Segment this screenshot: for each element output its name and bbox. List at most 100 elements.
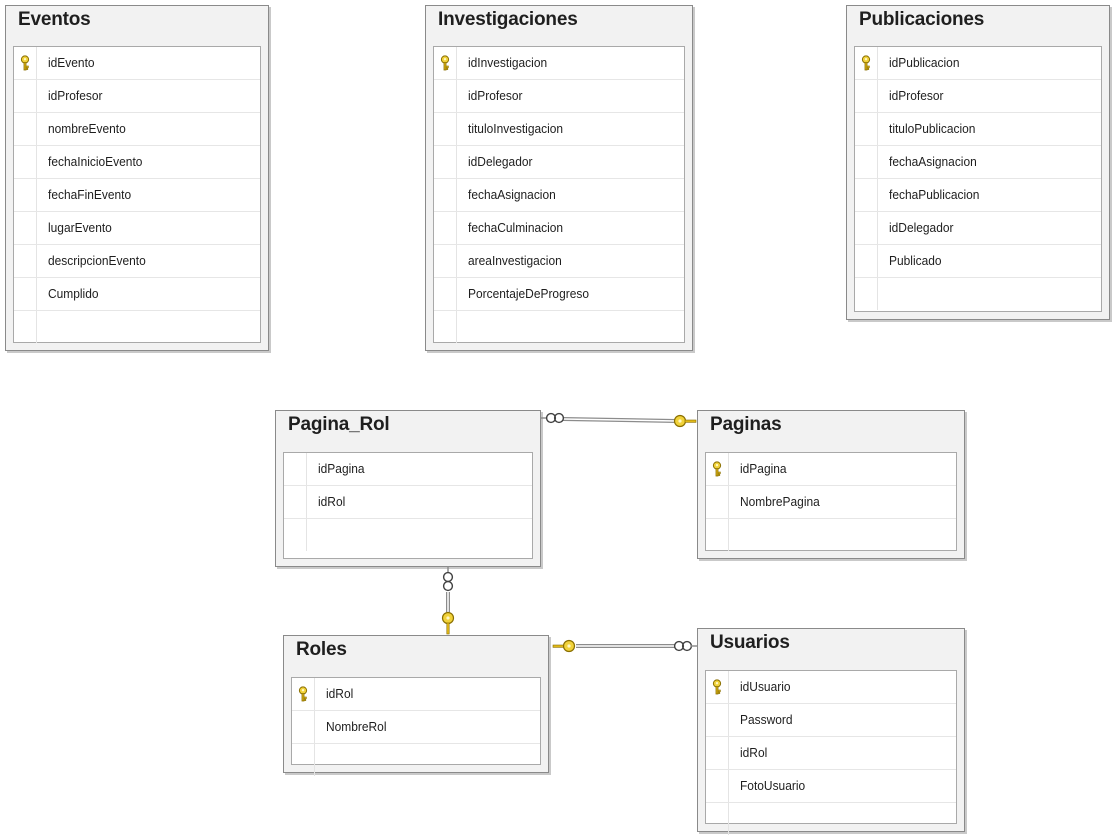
column-name: idRol: [326, 686, 354, 701]
column-row-fechaInicioEvento[interactable]: fechaInicioEvento: [14, 146, 260, 179]
relationship-line-usuarios-roles[interactable]: [552, 639, 697, 653]
column-row-descripcionEvento[interactable]: descripcionEvento: [14, 245, 260, 278]
table-eventos[interactable]: Eventos idEvento idProfesor nombreEvento…: [5, 5, 269, 351]
column-name: areaInvestigacion: [468, 253, 562, 268]
column-row-empty[interactable]: [855, 278, 1101, 310]
table-investigaciones[interactable]: Investigaciones idInvestigacion idProfes…: [425, 5, 693, 351]
column-name: fechaAsignacion: [889, 154, 977, 169]
column-row-FotoUsuario[interactable]: FotoUsuario: [706, 770, 956, 803]
column-name: fechaInicioEvento: [48, 154, 143, 169]
key-end-icon: [552, 639, 576, 653]
column-grid: idUsuario Password idRol FotoUsuario: [705, 670, 957, 835]
column-grid: idPublicacion idProfesor tituloPublicaci…: [854, 46, 1102, 312]
column-row-fechaAsignacion[interactable]: fechaAsignacion: [855, 146, 1101, 179]
column-row-NombrePagina[interactable]: NombrePagina: [706, 486, 956, 519]
column-row-areaInvestigacion[interactable]: areaInvestigacion: [434, 245, 684, 278]
column-row-empty[interactable]: [284, 519, 532, 551]
column-name: nombreEvento: [48, 121, 126, 136]
table-title: Publicaciones: [859, 9, 985, 30]
column-row-Password[interactable]: Password: [706, 704, 956, 737]
column-name: fechaAsignacion: [468, 187, 556, 202]
column-row-Cumplido[interactable]: Cumplido: [14, 278, 260, 311]
column-row-idPagina[interactable]: idPagina: [706, 453, 956, 486]
column-row-idRol[interactable]: idRol: [706, 737, 956, 770]
table-pagina-rol[interactable]: Pagina_Rol idPagina idRol: [275, 410, 541, 567]
column-row-idProfesor[interactable]: idProfesor: [855, 80, 1101, 113]
column-row-idProfesor[interactable]: idProfesor: [434, 80, 684, 113]
column-name: idProfesor: [889, 88, 944, 103]
column-grid: idPagina idRol: [283, 452, 533, 559]
key-end-icon: [673, 414, 697, 428]
primary-key-icon: [861, 55, 871, 71]
primary-key-icon: [440, 55, 450, 71]
column-row-NombreRol[interactable]: NombreRol: [292, 711, 540, 744]
column-name: idUsuario: [740, 679, 791, 694]
column-row-idEvento[interactable]: idEvento: [14, 47, 260, 80]
column-row-empty[interactable]: [292, 744, 540, 776]
table-title: Eventos: [18, 9, 91, 30]
column-row-PorcentajeDeProgreso[interactable]: PorcentajeDeProgreso: [434, 278, 684, 311]
column-row-idDelegador[interactable]: idDelegador: [855, 212, 1101, 245]
relationship-line-pagina-rol-paginas[interactable]: [540, 412, 697, 428]
column-row-idRol[interactable]: idRol: [292, 678, 540, 711]
table-title: Paginas: [710, 414, 782, 435]
column-name: fechaCulminacion: [468, 220, 564, 235]
column-row-lugarEvento[interactable]: lugarEvento: [14, 212, 260, 245]
column-row-tituloInvestigacion[interactable]: tituloInvestigacion: [434, 113, 684, 146]
primary-key-icon: [298, 686, 308, 702]
table-title: Roles: [296, 639, 347, 660]
column-name: Password: [740, 712, 793, 727]
column-row-fechaPublicacion[interactable]: fechaPublicacion: [855, 179, 1101, 212]
table-publicaciones[interactable]: Publicaciones idPublicacion idProfesor t…: [846, 5, 1110, 320]
column-row-fechaCulminacion[interactable]: fechaCulminacion: [434, 212, 684, 245]
infinity-icon: [442, 571, 454, 592]
column-grid: idInvestigacion idProfesor tituloInvesti…: [433, 46, 685, 343]
column-grid: idEvento idProfesor nombreEvento fechaIn…: [13, 46, 261, 343]
column-row-idUsuario[interactable]: idUsuario: [706, 671, 956, 704]
primary-key-icon: [20, 55, 30, 71]
column-grid: idRol NombreRol: [291, 677, 541, 776]
column-name: Publicado: [889, 253, 942, 268]
infinity-icon: [545, 412, 565, 424]
column-name: lugarEvento: [48, 220, 112, 235]
column-row-fechaAsignacion[interactable]: fechaAsignacion: [434, 179, 684, 212]
column-name: idRol: [740, 745, 768, 760]
column-row-idRol[interactable]: idRol: [284, 486, 532, 519]
column-row-nombreEvento[interactable]: nombreEvento: [14, 113, 260, 146]
column-name: Cumplido: [48, 286, 99, 301]
primary-key-icon: [712, 461, 722, 477]
column-name: FotoUsuario: [740, 778, 806, 793]
column-row-idPublicacion[interactable]: idPublicacion: [855, 47, 1101, 80]
table-paginas[interactable]: Paginas idPagina NombrePagina: [697, 410, 965, 559]
column-grid: idPagina NombrePagina: [705, 452, 957, 551]
column-name: NombreRol: [326, 719, 387, 734]
column-row-fechaFinEvento[interactable]: fechaFinEvento: [14, 179, 260, 212]
column-name: idInvestigacion: [468, 55, 548, 70]
table-title: Usuarios: [710, 632, 790, 653]
column-name: NombrePagina: [740, 494, 820, 509]
relationship-line-pagina-rol-roles[interactable]: [441, 566, 455, 635]
column-row-empty[interactable]: [706, 803, 956, 835]
table-roles[interactable]: Roles idRol NombreRol: [283, 635, 549, 776]
column-row-idInvestigacion[interactable]: idInvestigacion: [434, 47, 684, 80]
column-row-tituloPublicacion[interactable]: tituloPublicacion: [855, 113, 1101, 146]
column-row-idDelegador[interactable]: idDelegador: [434, 146, 684, 179]
column-name: idEvento: [48, 55, 95, 70]
column-name: tituloPublicacion: [889, 121, 976, 136]
column-row-empty[interactable]: [14, 311, 260, 343]
column-row-Publicado[interactable]: Publicado: [855, 245, 1101, 278]
column-name: idPublicacion: [889, 55, 960, 70]
column-row-empty[interactable]: [434, 311, 684, 343]
table-usuarios[interactable]: Usuarios idUsuario Password idRol FotoUs…: [697, 628, 965, 835]
column-row-idPagina[interactable]: idPagina: [284, 453, 532, 486]
column-name: tituloInvestigacion: [468, 121, 564, 136]
column-name: idDelegador: [889, 220, 954, 235]
infinity-icon: [673, 640, 693, 652]
column-row-empty[interactable]: [706, 519, 956, 551]
column-name: fechaPublicacion: [889, 187, 980, 202]
column-name: idPagina: [740, 461, 787, 476]
table-title: Pagina_Rol: [288, 414, 390, 435]
column-row-idProfesor[interactable]: idProfesor: [14, 80, 260, 113]
column-name: idRol: [318, 494, 346, 509]
